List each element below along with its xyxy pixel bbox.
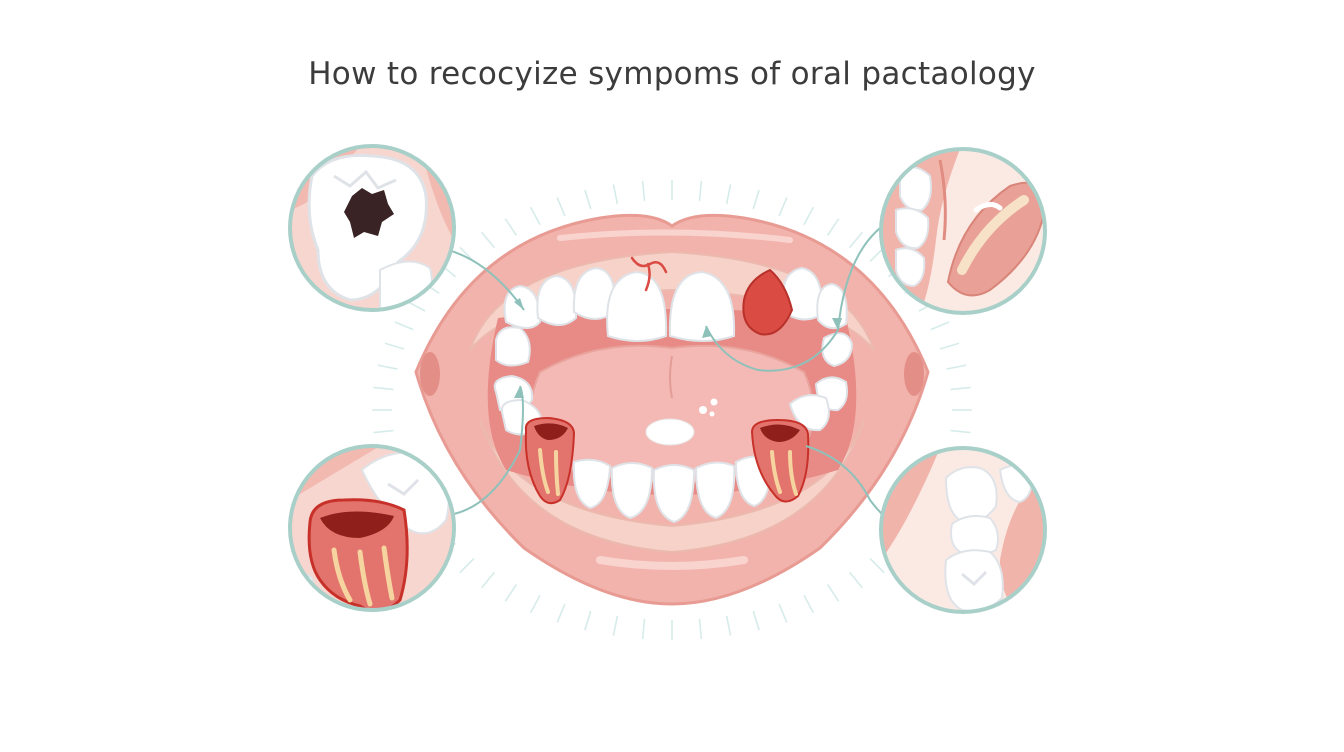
lower-teeth: [572, 455, 772, 524]
background-ray: [950, 429, 971, 434]
background-ray: [849, 571, 863, 589]
background-ray: [373, 429, 394, 434]
background-ray: [584, 189, 592, 210]
background-ray: [373, 386, 394, 391]
background-ray: [556, 603, 566, 623]
background-ray: [529, 206, 541, 226]
background-ray: [612, 184, 619, 205]
connector-bottom-left: [453, 385, 524, 515]
decayed-lower-molar-right: [750, 418, 810, 503]
decayed-lower-molar-left: [524, 416, 576, 505]
background-ray: [803, 594, 815, 614]
molar-icon: [944, 549, 1004, 612]
upper-lip-highlight: [557, 229, 793, 243]
background-ray: [778, 603, 788, 623]
background-ray: [384, 342, 405, 350]
lower-lip-highlight: [596, 556, 748, 570]
background-ray: [826, 218, 840, 236]
background-ray: [407, 300, 426, 312]
background-ray: [641, 181, 646, 202]
background-ray: [869, 557, 885, 574]
background-ray: [950, 386, 971, 391]
background-ray: [725, 184, 732, 205]
background-ray: [826, 584, 840, 602]
lip-corner-left: [420, 352, 440, 396]
background-ray: [752, 610, 760, 631]
background-ray: [377, 364, 398, 370]
gum-inflammation-icon: [946, 181, 1045, 297]
mouth: [414, 213, 930, 606]
background-ray: [504, 584, 518, 602]
cavity-callout: [288, 144, 456, 312]
background-ray: [752, 189, 760, 210]
background-ray: [612, 615, 619, 636]
background-ray: [529, 594, 541, 614]
background-ray: [849, 231, 863, 249]
background-ray: [698, 618, 703, 639]
background-ray: [930, 321, 950, 331]
diagram-title: How to recocyize sympoms of oral pactaol…: [308, 56, 1036, 92]
gum-abscess: [742, 268, 794, 336]
background-ray: [481, 571, 495, 589]
tooth-decay-callout: [288, 444, 456, 612]
lower-gum: [479, 419, 865, 554]
background-ray: [584, 610, 592, 631]
background-ray: [803, 206, 815, 226]
bleeding-gum-vessel: [630, 256, 668, 292]
background-ray: [946, 364, 967, 370]
connector-top-right-b: [705, 325, 839, 372]
background-ray: [504, 218, 518, 236]
tongue-midline: [669, 355, 673, 399]
background-ray: [698, 181, 703, 202]
background-ray: [641, 618, 646, 639]
background-ray: [778, 197, 788, 217]
white-patch-lesion: [645, 398, 718, 446]
tooth-wear-callout: [879, 446, 1047, 614]
lip-corner-right: [904, 352, 924, 396]
gum-inflammation-callout: [879, 147, 1047, 315]
background-ray: [725, 615, 732, 636]
background-ray: [939, 342, 960, 350]
background-ray: [459, 557, 475, 574]
background-ray: [556, 197, 566, 217]
cavity-hole: [344, 188, 394, 238]
upper-teeth: [503, 266, 848, 342]
upper-molars: [495, 326, 854, 368]
background-ray: [394, 321, 414, 331]
background-ray: [481, 231, 495, 249]
